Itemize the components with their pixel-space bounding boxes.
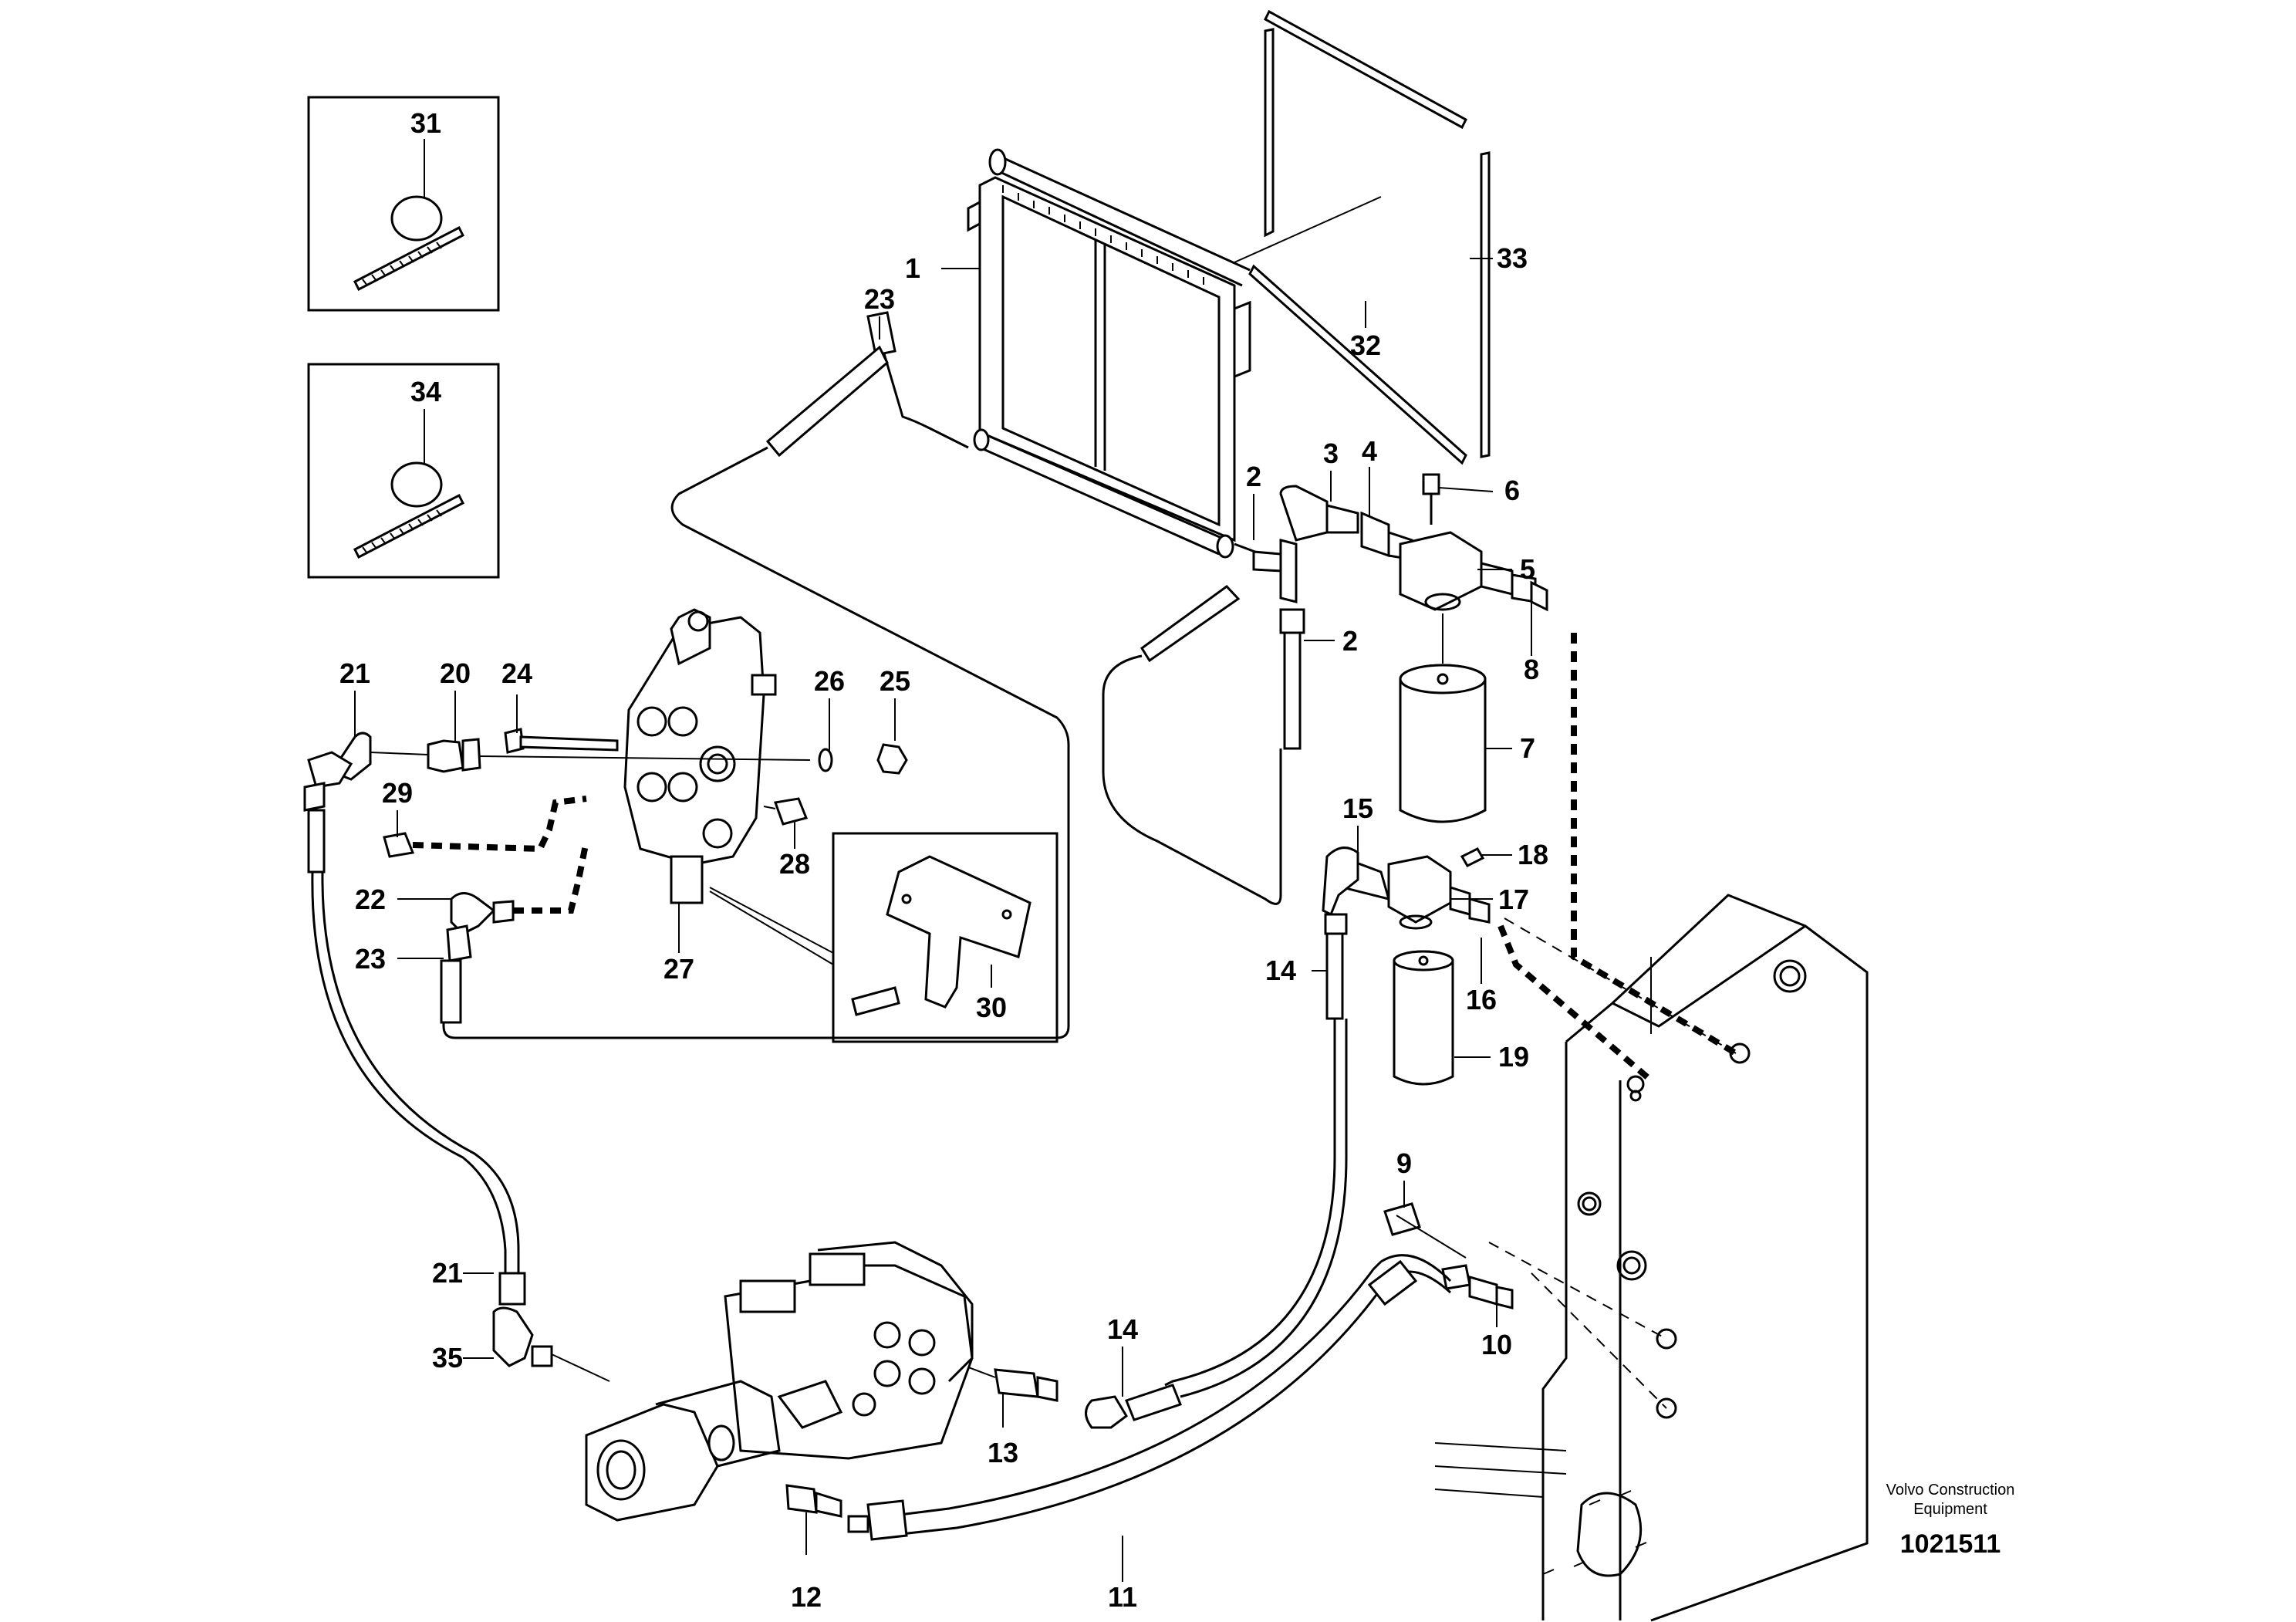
callout-18: 18	[1518, 839, 1548, 870]
callout-24: 24	[501, 657, 532, 689]
callout-2-lower: 2	[1342, 625, 1358, 657]
sensor-6	[1422, 473, 1494, 525]
fitting-10	[1468, 1276, 1514, 1309]
alignment-lines	[1488, 917, 1737, 1409]
fitting-13	[964, 1365, 1059, 1402]
callout-10: 10	[1481, 1329, 1512, 1360]
callout-35: 35	[432, 1342, 463, 1374]
callout-3: 3	[1323, 438, 1339, 469]
callout-6: 6	[1504, 475, 1520, 506]
callout-30: 30	[976, 992, 1007, 1023]
filter-19	[1393, 950, 1454, 1086]
fitting-12	[785, 1484, 842, 1518]
filter-7	[1399, 613, 1487, 823]
callout-9: 9	[1396, 1147, 1412, 1179]
leader-lines	[354, 258, 1532, 1582]
callout-32: 32	[1350, 329, 1381, 361]
callout-25: 25	[880, 665, 910, 697]
callout-23-lower: 23	[355, 943, 386, 975]
callout-4: 4	[1362, 435, 1377, 467]
filter-head-17	[1341, 855, 1491, 930]
seal-strips	[1234, 9, 1491, 465]
inset-cable-tie-34	[307, 363, 500, 579]
fitting-9	[1383, 1202, 1467, 1259]
callout-19: 19	[1498, 1041, 1529, 1073]
footer-block: Volvo Construction Equipment 1021511	[1886, 1482, 2015, 1559]
elbow-fitting-3-4	[1279, 485, 1413, 561]
callout-34: 34	[410, 376, 441, 407]
filter-head-5	[1399, 531, 1548, 612]
callout-29: 29	[382, 777, 413, 809]
callout-21-upper: 21	[339, 657, 370, 689]
callout-11: 11	[1108, 1581, 1137, 1613]
callout-27: 27	[663, 953, 694, 985]
callout-23-upper: 23	[864, 283, 895, 315]
elbow-22-hose-23	[440, 840, 589, 1024]
callout-12: 12	[791, 1581, 822, 1613]
callout-26: 26	[814, 665, 845, 697]
fitting-20	[370, 738, 481, 773]
hose-2-vertical	[1279, 539, 1305, 750]
plug-29	[383, 796, 587, 858]
machine-frame	[1434, 894, 1869, 1622]
callout-16: 16	[1466, 984, 1497, 1015]
callout-28: 28	[779, 848, 810, 880]
callout-labels: 1 2 2 3 4 5 6 7 8 9 10 11 12 13 14 14 15…	[339, 107, 1548, 1613]
sensor-18	[1460, 847, 1508, 867]
callout-8: 8	[1524, 654, 1539, 685]
callout-7: 7	[1520, 732, 1535, 764]
callout-20: 20	[440, 657, 471, 689]
callout-33: 33	[1497, 242, 1528, 274]
callout-1: 1	[905, 252, 920, 284]
callout-31: 31	[410, 107, 441, 139]
callout-17: 17	[1498, 884, 1529, 915]
cooler-hose-upper	[442, 311, 1070, 1039]
document-number: 1021511	[1900, 1529, 2001, 1559]
hydraulic-pump	[585, 1241, 974, 1522]
control-valve-27	[623, 608, 777, 904]
callout-2-upper: 2	[1246, 461, 1261, 492]
callout-14-upper: 14	[1265, 955, 1296, 986]
callout-15: 15	[1342, 792, 1373, 824]
inset-cable-tie-31	[307, 96, 500, 312]
callout-5: 5	[1520, 553, 1535, 585]
hose-21-elbow-35	[303, 732, 610, 1382]
callout-22: 22	[355, 884, 386, 915]
plug-28	[763, 797, 809, 826]
hose-11	[847, 1254, 1471, 1541]
cooler-hose-lower	[1102, 542, 1284, 905]
oil-cooler	[967, 148, 1251, 559]
inset-bracket-30	[709, 832, 1059, 1043]
callout-21-lower: 21	[432, 1257, 463, 1289]
company-name-line1: Volvo Construction	[1886, 1482, 2015, 1499]
company-name-line2: Equipment	[1913, 1501, 1987, 1518]
callout-13: 13	[988, 1437, 1018, 1468]
hose-14-end	[1085, 1384, 1182, 1429]
elbow-15-hose-14	[1164, 846, 1359, 1398]
callout-14-lower: 14	[1107, 1313, 1138, 1345]
routing-dash-16	[1497, 924, 1653, 1083]
bolt-24-washer-26-nut-25	[478, 728, 908, 775]
